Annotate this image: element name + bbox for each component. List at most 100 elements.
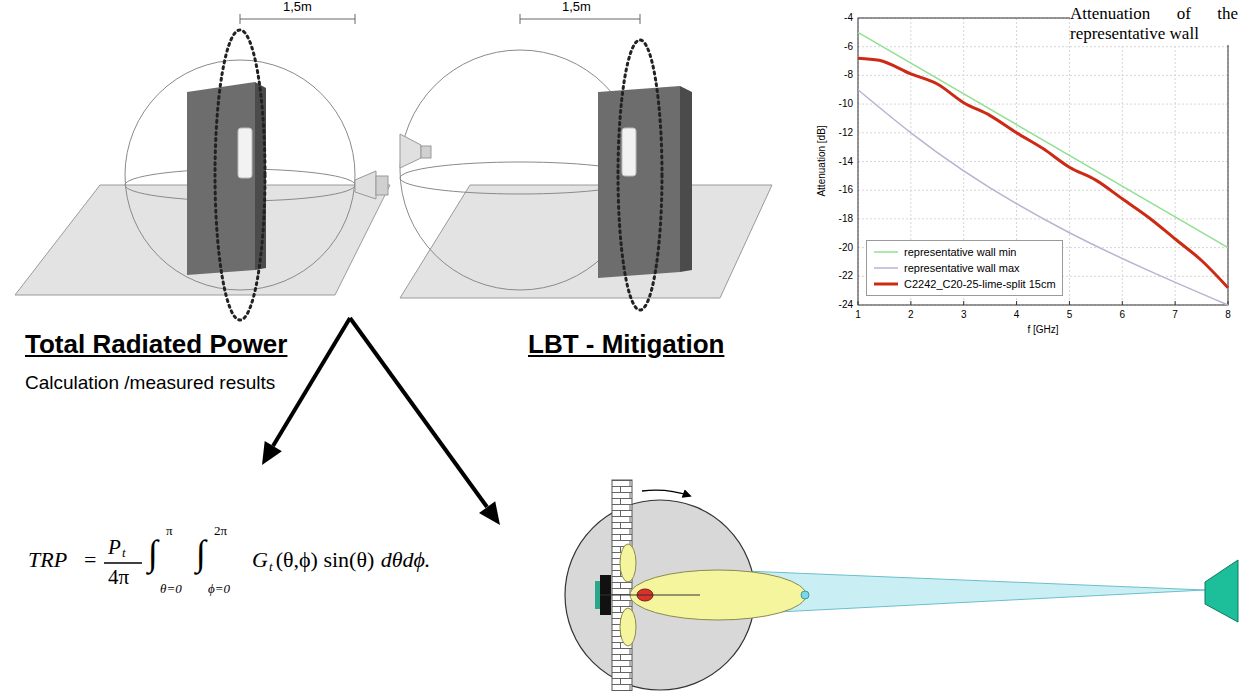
grid-line	[858, 161, 1228, 162]
legend-entry: C2242_C20-25-lime-split 15cm	[873, 276, 1056, 292]
pointer-arrow	[350, 318, 487, 507]
legend-text: C2242_C20-25-lime-split 15cm	[904, 278, 1056, 290]
attenuation-curve	[858, 32, 1228, 247]
section-heading: Total Radiated Power	[25, 330, 287, 360]
chart-legend: representative wall min representative wa…	[866, 240, 1063, 296]
axis-tick: 2	[908, 309, 914, 321]
axis-tick: 6	[1120, 309, 1126, 321]
axis-tick: -4	[844, 12, 853, 24]
axis-tick: -24	[839, 299, 853, 311]
axis-tick: 3	[961, 309, 967, 321]
pointer-arrow	[479, 501, 500, 525]
formula-part: 4π	[108, 565, 129, 589]
axis-tick: -22	[839, 271, 853, 283]
axis-title: f [GHz]	[1027, 324, 1058, 336]
attenuation-chart	[800, 0, 1243, 342]
measurement-sketch	[400, 134, 421, 168]
measurement-sketch	[187, 82, 255, 275]
pointer-arrow	[262, 318, 500, 525]
measurement-sketch	[125, 60, 355, 290]
chart-title: Attenuation of the representative wall	[1070, 4, 1238, 45]
grid-line	[1122, 18, 1123, 305]
axis-tick: 5	[1067, 309, 1073, 321]
axis-tick: -12	[839, 127, 853, 139]
axis-title: Attenuation [dB]	[816, 125, 828, 196]
legend-sample	[873, 263, 899, 273]
measurement-sketch	[680, 86, 692, 272]
axis-tick: -18	[839, 213, 853, 225]
grid-line	[1016, 301, 1017, 305]
fraction-bar	[104, 562, 142, 563]
lbt-illustration	[595, 581, 600, 609]
pointer-arrow	[262, 441, 282, 465]
lbt-illustration	[642, 490, 690, 496]
legend-text: representative wall max	[904, 262, 1020, 274]
grid-line	[1175, 301, 1176, 305]
legend-line	[874, 267, 898, 269]
formula-part: dθdϕ.	[381, 547, 431, 572]
section-heading: LBT - Mitigation	[528, 330, 724, 360]
formula-part: 2π	[214, 524, 227, 539]
formula-part: TRP	[28, 547, 67, 572]
formula-part: t	[122, 546, 126, 561]
grid-line	[963, 301, 964, 305]
legend-entry: representative wall max	[873, 260, 1056, 276]
formula-part: ϕ=0	[208, 582, 230, 597]
formula-part: ∫	[196, 533, 206, 574]
grid-line	[858, 132, 1228, 133]
lbt-illustration	[1205, 560, 1238, 622]
lbt-illustration	[600, 595, 700, 596]
measurement-sketch	[238, 128, 252, 178]
lbt-illustration	[612, 480, 632, 691]
grid-line	[858, 190, 1228, 191]
formula-part: =	[84, 547, 96, 572]
legend-line	[874, 251, 898, 253]
formula-part: π	[166, 524, 173, 539]
attenuation-curve	[858, 90, 1228, 305]
measurement-sketch	[598, 86, 680, 278]
dimension-label: 1,5m	[283, 0, 312, 15]
grid-line	[858, 104, 1228, 105]
formula-part: t	[269, 560, 273, 575]
measurement-sketch	[215, 30, 265, 320]
axis-tick: -6	[844, 41, 853, 53]
measurement-sketch	[618, 40, 662, 310]
attenuation-chart	[858, 18, 1228, 305]
grid-line	[1175, 18, 1176, 305]
attenuation-curve	[858, 32, 1228, 305]
measurement-sketch	[520, 14, 640, 24]
measurement-sketch	[622, 128, 636, 176]
axis-tick: -10	[839, 98, 853, 110]
legend-sample	[873, 279, 899, 289]
grid-line	[1122, 301, 1123, 305]
measurement-sketch	[400, 14, 772, 310]
section-subtitle: Calculation /measured results	[25, 372, 275, 394]
attenuation-chart	[800, 0, 1243, 342]
axis-tick: -14	[839, 156, 853, 168]
grid-line	[1069, 301, 1070, 305]
grid-line	[910, 301, 911, 305]
measurement-sketch	[240, 14, 355, 24]
axis-tick: -20	[839, 242, 853, 254]
formula-part: G	[252, 547, 268, 572]
legend-sample	[873, 247, 899, 257]
axis-tick: 7	[1172, 309, 1178, 321]
axis-tick: -8	[844, 70, 853, 82]
axis-tick: 4	[1014, 309, 1020, 321]
grid-line	[1069, 18, 1070, 305]
measurement-sketch	[421, 146, 431, 158]
lbt-illustration	[801, 591, 809, 599]
measurement-sketch	[400, 185, 772, 298]
lbt-illustration	[620, 608, 636, 646]
measurement-sketch	[355, 171, 376, 199]
lbt-illustration	[565, 480, 1238, 691]
formula-part: θ=0	[160, 582, 182, 597]
legend-entry: representative wall min	[873, 244, 1056, 260]
dimension-label: 1,5m	[562, 0, 591, 15]
lbt-illustration	[620, 544, 636, 582]
formula-part: ∫	[148, 533, 158, 574]
formula-part: (θ,ϕ) sin(θ)	[276, 547, 375, 572]
grid-line	[858, 46, 1228, 47]
measurement-sketch	[376, 176, 388, 195]
